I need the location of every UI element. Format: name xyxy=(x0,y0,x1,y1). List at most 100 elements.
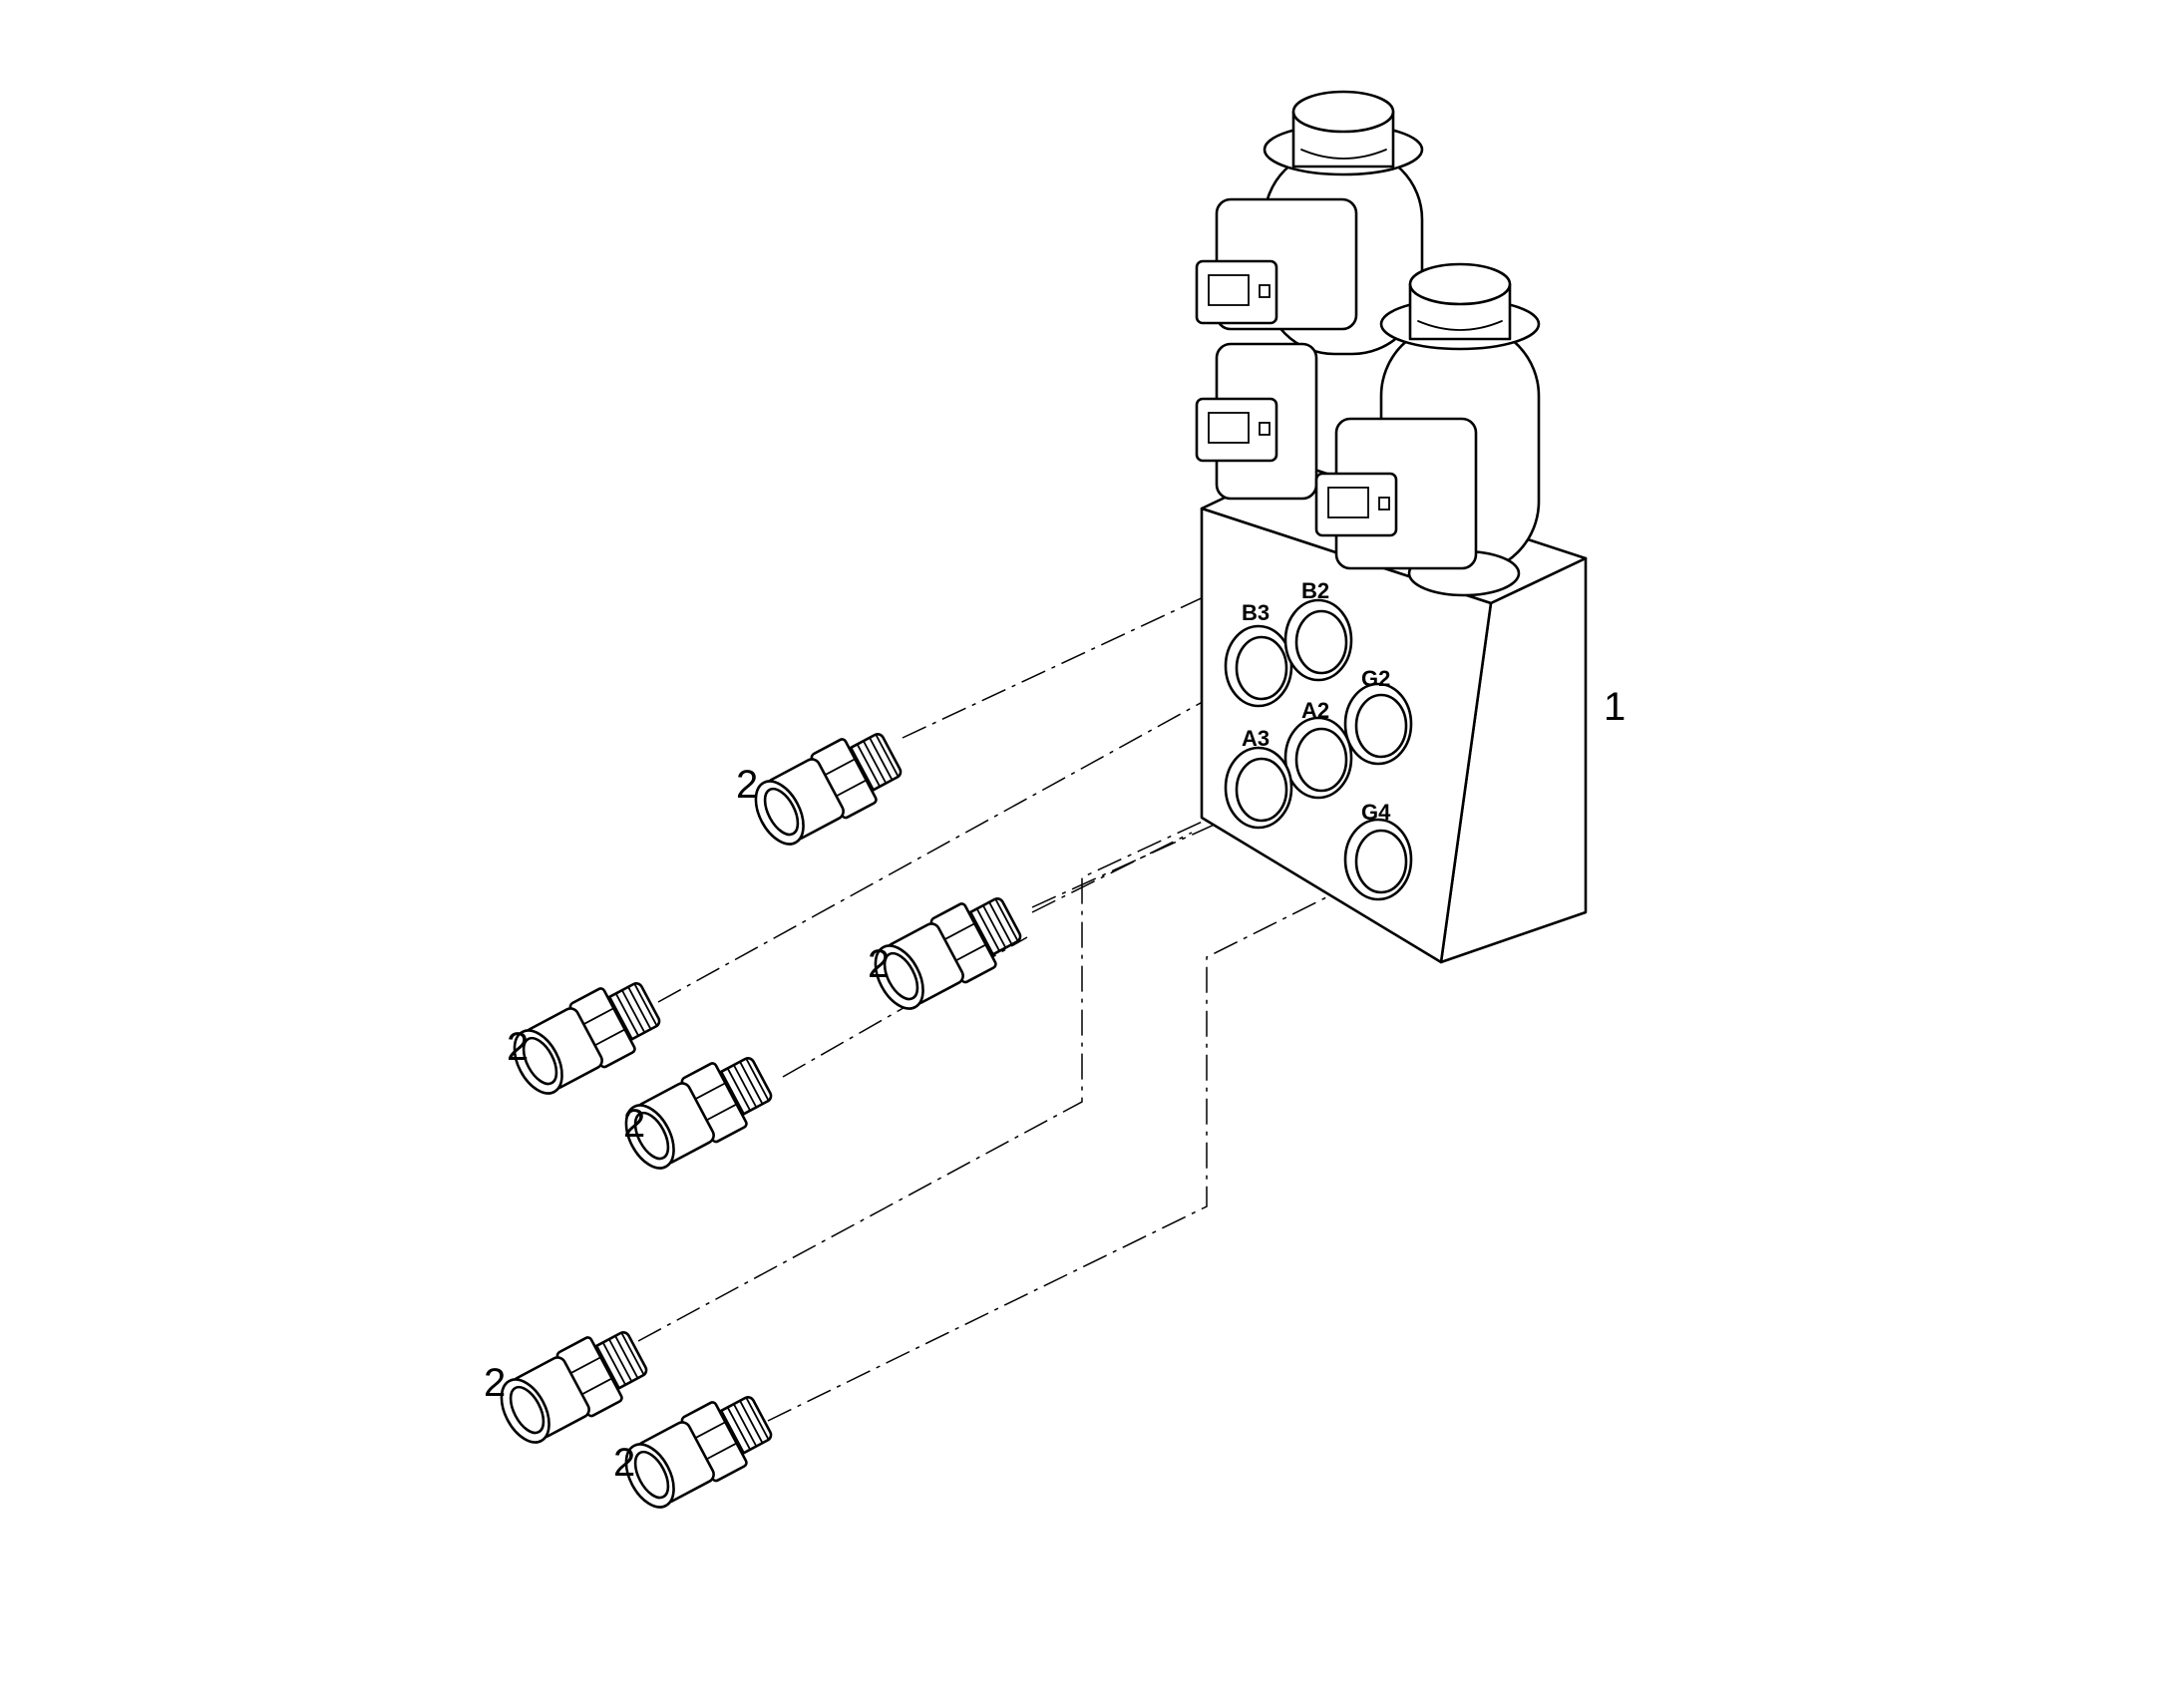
connector-latch xyxy=(1259,284,1271,298)
callouts: 1 2 2 2 2 2 2 xyxy=(484,685,1626,1485)
port-a2: A2 xyxy=(1283,698,1353,800)
port-inner-ring xyxy=(1235,757,1288,823)
connector-pins xyxy=(1208,274,1250,306)
hex-edge xyxy=(578,1007,615,1027)
port-b2: B2 xyxy=(1283,578,1353,682)
fitting-bore xyxy=(883,951,919,1001)
thread-line xyxy=(739,1060,764,1106)
port-a3: A3 xyxy=(1224,726,1293,830)
assembly-line-b3 xyxy=(657,692,1220,1003)
thread-line xyxy=(601,1341,627,1386)
thread-line xyxy=(994,897,1019,942)
thread-line xyxy=(720,1070,745,1115)
thread-line xyxy=(732,1403,758,1448)
hex-edge xyxy=(590,1028,626,1049)
thread-line xyxy=(732,1064,758,1109)
thread-line xyxy=(633,982,658,1027)
thread-line xyxy=(614,992,640,1037)
coil-nut-ridge xyxy=(1300,149,1387,160)
callout-fitting: 2 xyxy=(507,1025,529,1069)
coil-nut-top xyxy=(1408,262,1512,306)
fitting-bore xyxy=(633,1111,670,1161)
thread-line xyxy=(726,1067,752,1112)
thread-line xyxy=(614,1334,639,1380)
fitting-bore xyxy=(522,1036,558,1086)
fitting-bore xyxy=(633,1450,670,1500)
port-inner-ring xyxy=(1294,727,1348,793)
hex-edge xyxy=(565,1356,602,1376)
hex-edge xyxy=(690,1421,727,1441)
hex-edge xyxy=(832,779,868,800)
assembly-line-a3-c xyxy=(1031,822,1220,908)
hex-edge xyxy=(951,943,987,964)
callout-fitting: 2 xyxy=(613,1441,635,1485)
thread-line xyxy=(850,746,875,791)
coil-connector-upper xyxy=(1195,197,1358,331)
port-label: B3 xyxy=(1242,600,1270,625)
port-label: A2 xyxy=(1301,698,1329,723)
thread-line xyxy=(875,733,900,778)
fitting-bore xyxy=(763,787,800,837)
coil-nut-top xyxy=(1291,90,1395,134)
port-label: A3 xyxy=(1242,726,1270,751)
connector-plug xyxy=(1314,472,1398,537)
fittings xyxy=(500,733,1022,1509)
thread-line xyxy=(745,1057,770,1102)
port-g2: G2 xyxy=(1343,666,1413,766)
coil-connector-lower xyxy=(1314,417,1478,570)
hex-edge xyxy=(820,758,857,778)
thread-line xyxy=(739,1399,764,1445)
thread-line xyxy=(608,995,633,1040)
port-label: G2 xyxy=(1361,666,1390,691)
assembly-line-a3-b xyxy=(637,812,1223,1342)
fitting xyxy=(754,733,903,846)
thread-line xyxy=(726,1406,752,1451)
connector-latch xyxy=(1259,422,1271,436)
thread-line xyxy=(627,985,652,1031)
coil-connectors xyxy=(1195,197,1478,570)
hex-edge xyxy=(577,1377,613,1398)
port-label: B2 xyxy=(1301,578,1329,603)
coil-connector-middle xyxy=(1195,342,1318,501)
fitting-bore xyxy=(509,1385,545,1435)
connector-plug xyxy=(1195,259,1278,325)
port-inner-ring xyxy=(1235,635,1288,701)
port-inner-ring xyxy=(1294,609,1348,675)
fitting xyxy=(624,1396,773,1509)
connector-pins xyxy=(1208,412,1250,444)
port-g4: G4 xyxy=(1343,800,1413,901)
hex-edge xyxy=(939,922,976,942)
callout-fitting: 2 xyxy=(623,1102,645,1146)
connector-latch xyxy=(1378,497,1390,511)
thread-line xyxy=(856,743,882,788)
callout-fitting: 2 xyxy=(484,1361,506,1405)
callout-fitting: 2 xyxy=(868,942,890,986)
thread-line xyxy=(975,907,1001,952)
hex-edge xyxy=(702,1442,738,1463)
hex-edge xyxy=(690,1082,727,1102)
connector-plug xyxy=(1195,397,1278,463)
connector-pins xyxy=(1327,487,1369,518)
assembly-line-g4 xyxy=(767,876,1367,1422)
fitting xyxy=(500,1331,648,1444)
thread-line xyxy=(869,736,894,782)
thread-line xyxy=(862,740,888,785)
thread-line xyxy=(620,989,646,1034)
thread-line xyxy=(607,1338,633,1383)
fitting xyxy=(513,982,661,1095)
port-label: G4 xyxy=(1361,800,1391,825)
fitting xyxy=(624,1057,773,1170)
callout-block: 1 xyxy=(1604,685,1626,729)
thread-line xyxy=(981,904,1007,949)
coil-nut-ridge xyxy=(1417,320,1503,331)
callout-fitting: 2 xyxy=(736,763,758,807)
thread-line xyxy=(620,1331,645,1376)
thread-line xyxy=(595,1344,620,1389)
thread-line xyxy=(988,900,1013,946)
port-b3: B3 xyxy=(1224,600,1293,708)
thread-line xyxy=(969,910,994,955)
fitting xyxy=(874,897,1022,1010)
